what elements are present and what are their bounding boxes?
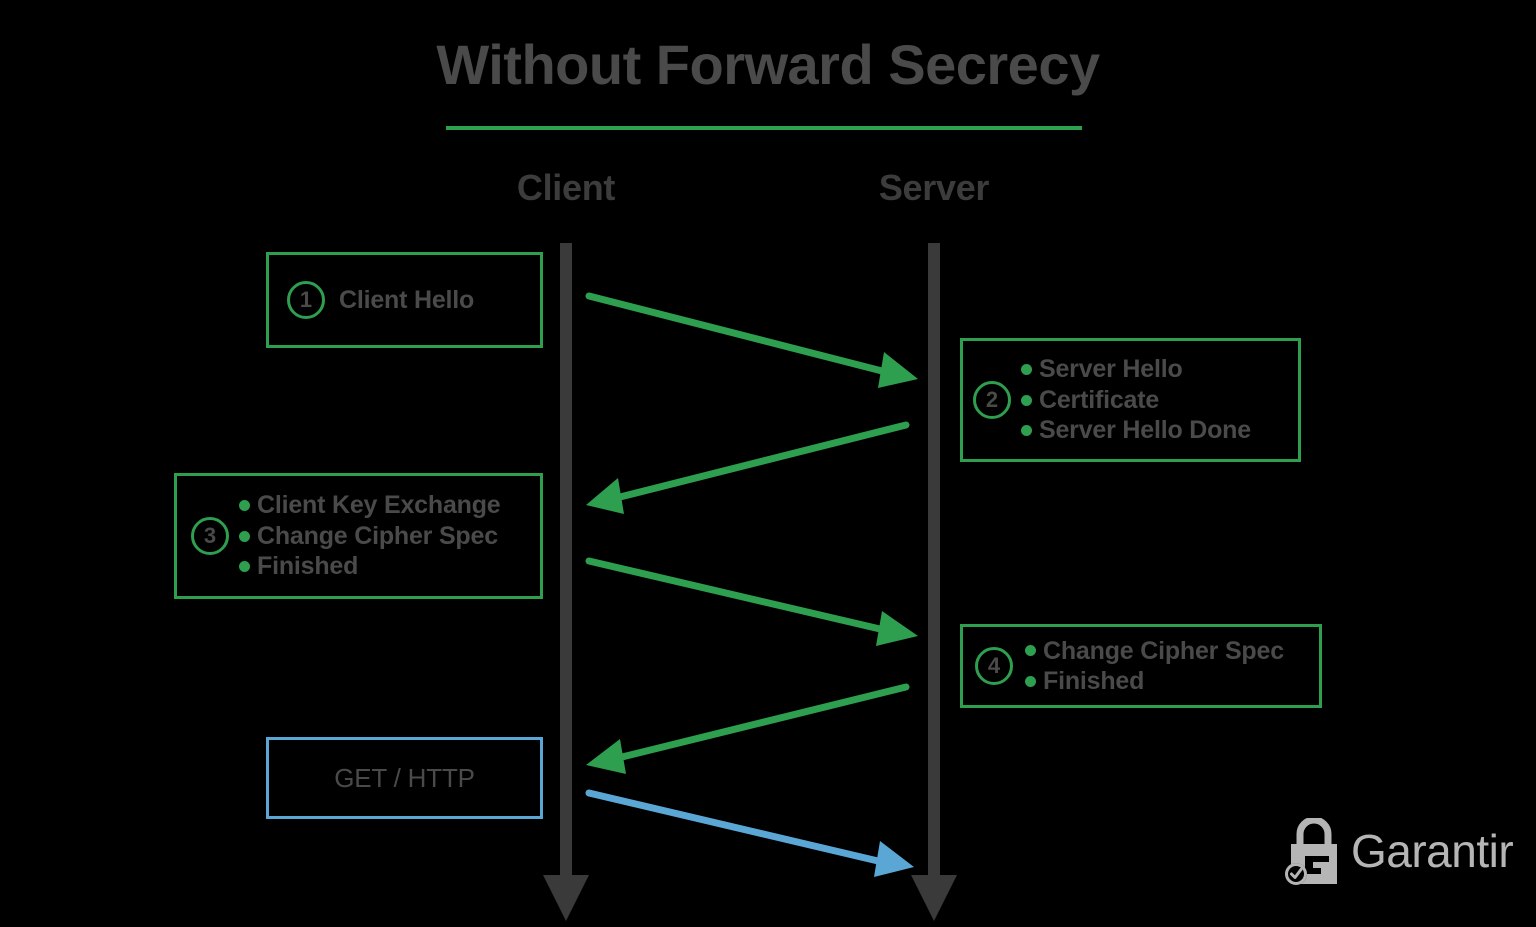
- bullet-icon: [1025, 645, 1036, 657]
- bullet-icon: [1021, 364, 1032, 375]
- lifeline-client-arrowhead-icon: [543, 875, 589, 921]
- message-item: Server Hello Done: [1021, 415, 1251, 446]
- step-number-4: 4: [975, 647, 1013, 685]
- arrow-server-hello: [586, 421, 910, 514]
- message-box-2[interactable]: 2 Server Hello Certificate Server Hello …: [960, 338, 1301, 462]
- message-label: Finished: [257, 552, 359, 581]
- arrow-server-change-cipher-spec: [586, 683, 910, 774]
- message-label: Server Hello: [1039, 355, 1183, 384]
- arrow-get-http: [585, 789, 914, 877]
- message-item: Finished: [239, 551, 501, 582]
- message-box-3[interactable]: 3 Client Key Exchange Change Cipher Spec…: [174, 473, 543, 599]
- message-label: Server Hello Done: [1039, 416, 1251, 445]
- message-box-get-http[interactable]: GET / HTTP: [266, 737, 543, 819]
- message-item: Client Key Exchange: [239, 490, 501, 521]
- bullet-icon: [239, 500, 250, 511]
- bullet-icon: [239, 530, 250, 542]
- column-heading-client: Client: [516, 167, 616, 208]
- message-box-4-items: Change Cipher Spec Finished: [1025, 636, 1284, 697]
- lifeline-server-arrowhead-icon: [911, 875, 957, 921]
- column-heading-server: Server: [878, 167, 990, 208]
- step-number-2: 2: [973, 381, 1011, 419]
- message-item: Finished: [1025, 666, 1284, 697]
- bullet-icon: [1025, 675, 1036, 687]
- message-item: Certificate: [1021, 385, 1251, 416]
- lifeline-client: [560, 243, 572, 882]
- message-label: Change Cipher Spec: [257, 521, 498, 550]
- message-label: Client Key Exchange: [257, 491, 501, 520]
- arrow-client-key-exchange: [585, 557, 918, 646]
- message-item: Server Hello: [1021, 354, 1251, 385]
- arrow-client-hello: [585, 292, 918, 388]
- bullet-icon: [239, 561, 250, 572]
- message-label: Client Hello: [339, 285, 475, 314]
- message-item: Change Cipher Spec: [239, 521, 501, 552]
- padlock-check-icon: [1285, 818, 1337, 885]
- message-box-2-items: Server Hello Certificate Server Hello Do…: [1021, 354, 1251, 446]
- message-label: Change Cipher Spec: [1043, 636, 1284, 665]
- message-box-3-items: Client Key Exchange Change Cipher Spec F…: [239, 490, 501, 582]
- message-label: GET / HTTP: [334, 762, 475, 793]
- brand-logo: Garantir: [1283, 818, 1514, 888]
- bullet-icon: [1021, 394, 1032, 406]
- message-box-4[interactable]: 4 Change Cipher Spec Finished: [960, 624, 1322, 708]
- lifeline-server: [928, 243, 940, 882]
- message-label: Finished: [1043, 667, 1145, 695]
- message-box-1-items: Client Hello: [339, 285, 474, 316]
- brand-name: Garantir: [1351, 825, 1514, 877]
- message-label: Certificate: [1039, 385, 1160, 414]
- step-number-1: 1: [287, 281, 325, 319]
- title-underline: [446, 126, 1082, 130]
- message-item: Client Hello: [339, 285, 474, 316]
- page-title: Without Forward Secrecy: [436, 33, 1100, 96]
- step-number-3: 3: [191, 517, 229, 555]
- message-box-1[interactable]: 1 Client Hello: [266, 252, 543, 348]
- message-item: Change Cipher Spec: [1025, 636, 1284, 667]
- bullet-icon: [1021, 425, 1032, 436]
